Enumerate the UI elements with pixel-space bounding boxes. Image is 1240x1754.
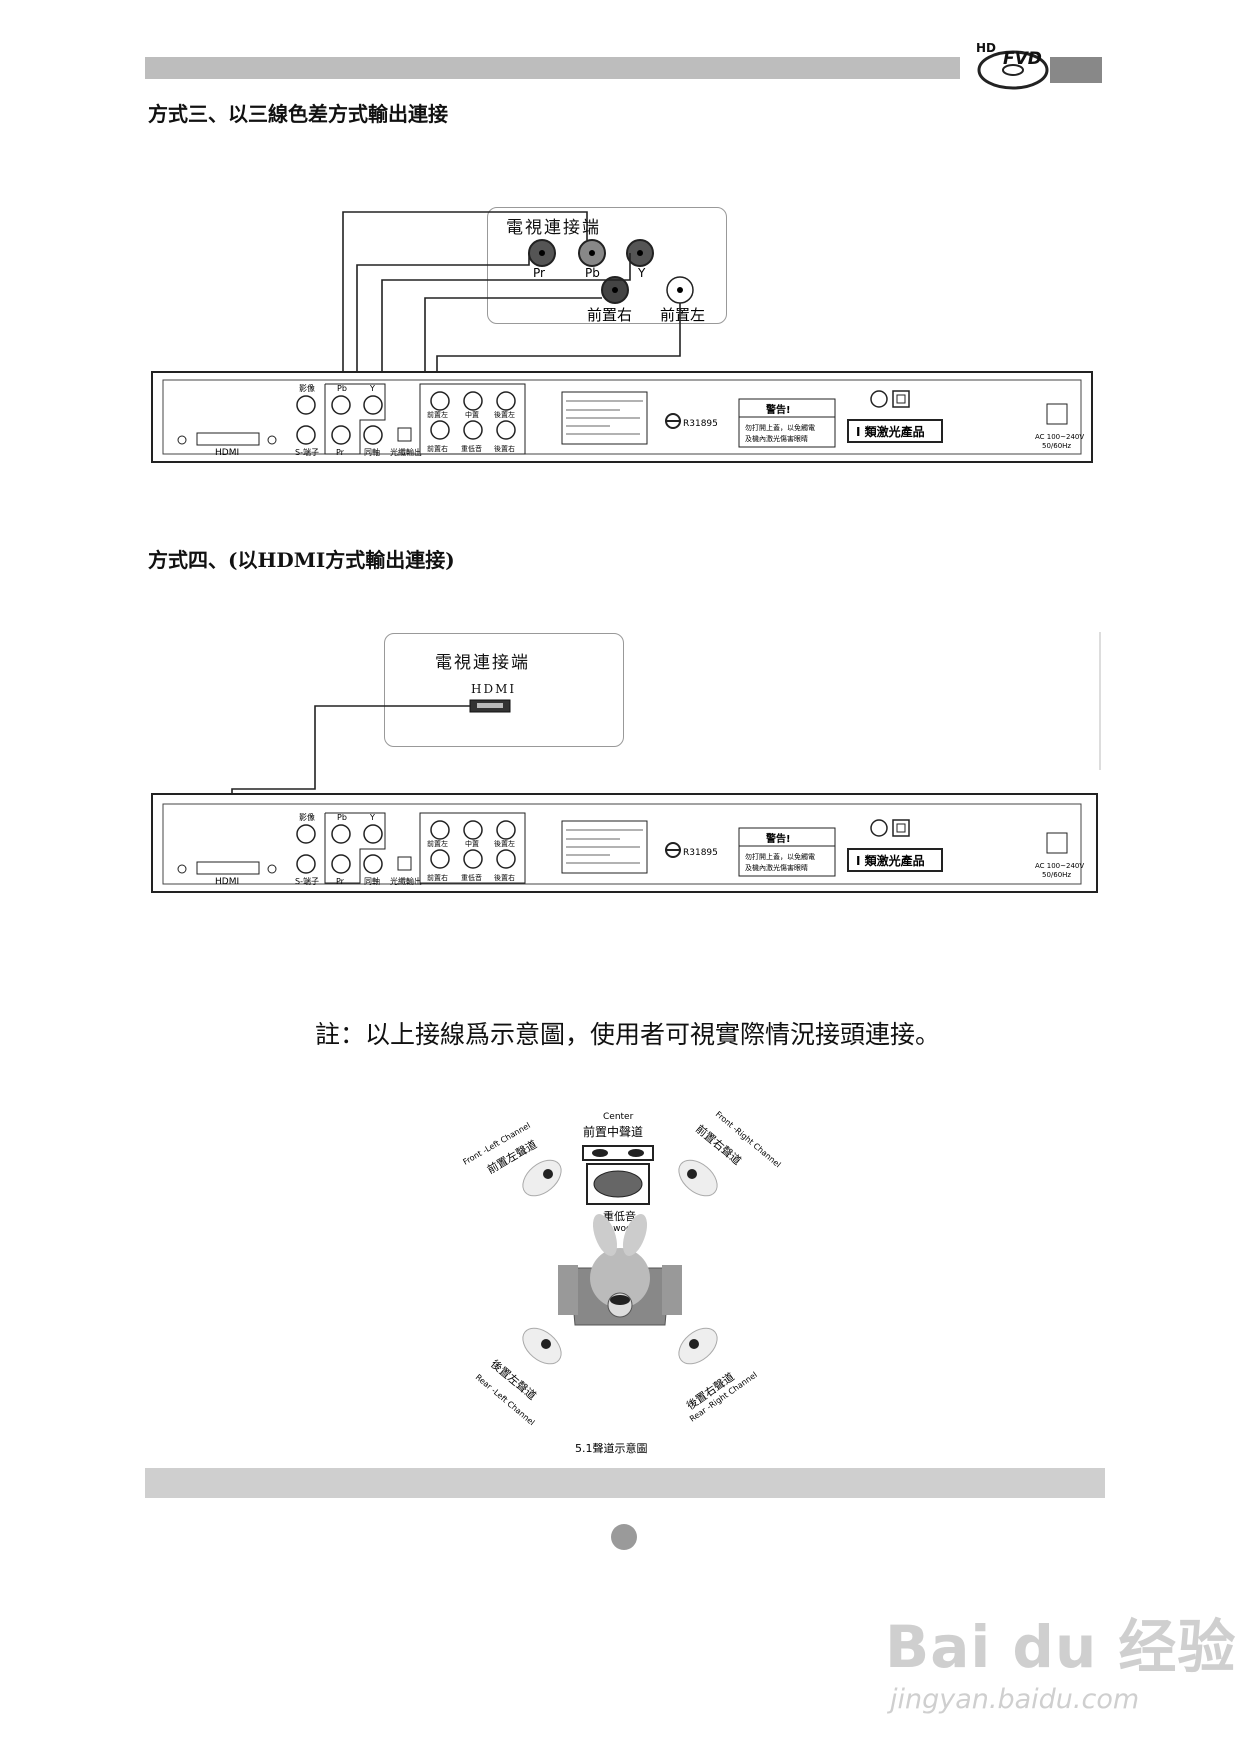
svg-text:前置右: 前置右	[427, 444, 448, 453]
svg-text:前置右: 前置右	[427, 873, 448, 882]
svg-text:50/60Hz: 50/60Hz	[1042, 871, 1071, 879]
svg-text:Pr: Pr	[336, 448, 345, 457]
footer-bar	[145, 1468, 1105, 1498]
center-speaker	[582, 1145, 654, 1161]
section4-heading: 方式四、(以HDMI方式輸出連接)	[148, 548, 455, 572]
svg-text:光纖輸出: 光纖輸出	[390, 876, 422, 886]
svg-text:後置左: 後置左	[494, 410, 515, 419]
svg-text:Front -Right Channel: Front -Right Channel	[714, 1110, 783, 1170]
tv-connector-box-hdmi: 電視連接端 HDMI	[384, 633, 624, 747]
svg-text:R31895: R31895	[683, 419, 718, 429]
svg-text:影像: 影像	[299, 383, 315, 393]
svg-text:光纖輸出: 光纖輸出	[390, 447, 422, 457]
svg-text:及機內激光傷害眼睛: 及機內激光傷害眼睛	[745, 434, 808, 443]
svg-text:50/60Hz: 50/60Hz	[1042, 442, 1071, 450]
component-diagram: Pr Pb Y 前置右 前置左 HDMI 影像 S-端子 Pb Y Pr 同軸 …	[151, 211, 1093, 463]
svg-text:Subwoofer: Subwoofer	[596, 1224, 644, 1234]
svg-text:Y: Y	[369, 384, 375, 393]
svg-text:前置左: 前置左	[427, 839, 448, 848]
svg-text:後置右: 後置右	[494, 873, 515, 882]
svg-text:Pb: Pb	[337, 384, 347, 393]
svg-text:Center: Center	[603, 1112, 634, 1122]
back-panel-2: HDMI 影像 S-端子 Pb Y Pr 同軸 光纖輸出 前置左 中置 後置左 …	[151, 793, 1098, 893]
subwoofer	[586, 1163, 650, 1205]
svg-text:勿打開上蓋，以免觸電: 勿打開上蓋，以免觸電	[745, 423, 815, 432]
svg-text:同軸: 同軸	[364, 876, 380, 886]
svg-text:勿打開上蓋，以免觸電: 勿打開上蓋，以免觸電	[745, 852, 815, 861]
hdmi-diagram: HDMI 影像 S-端子 Pb Y Pr 同軸 光纖輸出 前置左 中置 後置左 …	[151, 632, 1101, 893]
svg-text:S-端子: S-端子	[295, 876, 319, 886]
speaker-caption: 5.1聲道示意圖	[575, 1441, 648, 1455]
hd-fvd-logo: HD FVD	[976, 41, 1049, 90]
svg-text:及機內激光傷害眼睛: 及機內激光傷害眼睛	[745, 863, 808, 872]
svg-text:R31895: R31895	[683, 848, 718, 858]
svg-text:重低音: 重低音	[461, 873, 482, 882]
svg-text:I 類激光產品: I 類激光產品	[856, 424, 925, 439]
rear-right-speaker	[678, 1327, 718, 1365]
tv-label-front-right: 前置右	[587, 306, 632, 324]
svg-text:前置中聲道: 前置中聲道	[583, 1124, 643, 1139]
tv-jack-front-left	[666, 276, 694, 304]
svg-text:S-端子: S-端子	[295, 447, 319, 457]
svg-text:AC 100~240V: AC 100~240V	[1035, 862, 1084, 870]
watermark-brand: Bai du 经验	[885, 1613, 1237, 1681]
svg-text:重低音: 重低音	[461, 444, 482, 453]
tv-label-pb: Pb	[585, 266, 600, 280]
section3-heading: 方式三、以三線色差方式輸出連接	[148, 102, 448, 126]
tv-jack-pb	[578, 239, 606, 267]
panel-hdmi-label: HDMI	[215, 448, 239, 458]
svg-text:警告!: 警告!	[765, 403, 791, 416]
tv-label-pr: Pr	[533, 266, 545, 280]
header-tab	[1050, 57, 1102, 83]
tv-jack-pr	[528, 239, 556, 267]
front-right-speaker	[678, 1159, 718, 1197]
front-left-speaker	[522, 1159, 562, 1197]
listener-seat	[558, 1214, 682, 1326]
svg-text:前置左: 前置左	[427, 410, 448, 419]
svg-text:影像: 影像	[299, 812, 315, 822]
watermark: Bai du 经验 jingyan.baidu.com	[885, 1600, 1236, 1715]
svg-text:Pb: Pb	[337, 813, 347, 822]
tv-title: 電視連接端	[506, 218, 601, 238]
svg-text:中置: 中置	[465, 839, 479, 848]
watermark-url: jingyan.baidu.com	[890, 1684, 1140, 1715]
tv-hdmi-label: HDMI	[471, 682, 517, 696]
svg-text:重低音: 重低音	[603, 1209, 636, 1223]
svg-text:警告!: 警告!	[765, 832, 791, 845]
svg-text:I 類激光產品: I 類激光產品	[856, 853, 925, 868]
svg-text:HDMI: HDMI	[215, 877, 239, 887]
svg-text:Y: Y	[369, 813, 375, 822]
logo-fvd: FVD	[1003, 49, 1042, 69]
tv-jack-front-right	[601, 276, 629, 304]
svg-text:同軸: 同軸	[364, 447, 380, 457]
page-number-dot	[611, 1524, 637, 1550]
tv-label-front-left: 前置左	[660, 306, 705, 324]
speaker-layout-diagram: Center 前置中聲道 重低音 Subwoofer Front -Left C…	[462, 1110, 783, 1455]
svg-text:AC 100~240V: AC 100~240V	[1035, 433, 1084, 441]
svg-text:後置左: 後置左	[494, 839, 515, 848]
svg-text:後置右: 後置右	[494, 444, 515, 453]
tv-label-y: Y	[637, 266, 646, 280]
back-panel-1: HDMI 影像 S-端子 Pb Y Pr 同軸 光纖輸出 前置左 中置 後置左 …	[151, 371, 1093, 463]
logo-hd: HD	[976, 41, 996, 55]
rear-left-speaker	[522, 1327, 562, 1365]
svg-text:Pr: Pr	[336, 877, 345, 886]
tv-jack-y	[626, 239, 654, 267]
tv-hdmi-port	[469, 699, 511, 713]
tv-title-hdmi: 電視連接端	[435, 653, 530, 673]
svg-text:中置: 中置	[465, 410, 479, 419]
header-bar	[145, 57, 960, 79]
wiring-note: 註：以上接線爲示意圖，使用者可視實際情況接頭連接。	[315, 1020, 941, 1049]
